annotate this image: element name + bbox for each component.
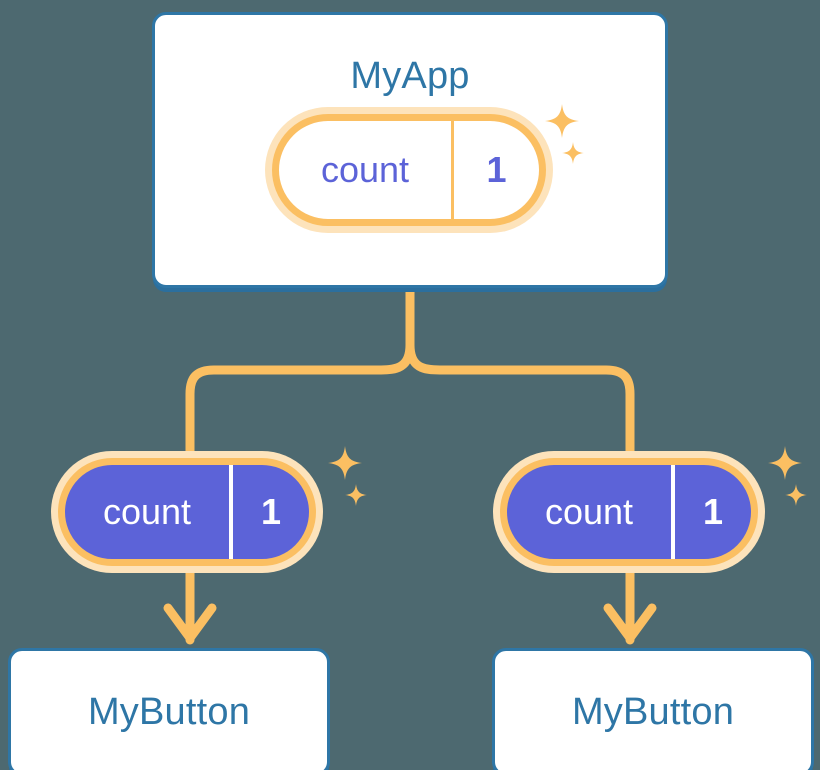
button-right-state-pill-value: 1 xyxy=(671,465,751,559)
sparkle-small-icon xyxy=(562,142,584,164)
button-left-state-pill-value: 1 xyxy=(229,465,309,559)
button-component-box-right[interactable]: MyButton xyxy=(492,648,814,770)
button-right-state-pill[interactable]: count 1 xyxy=(500,458,758,566)
sparkle-large-icon xyxy=(545,104,579,138)
button-component-box-left[interactable]: MyButton xyxy=(8,648,330,770)
button-left-state-pill[interactable]: count 1 xyxy=(58,458,316,566)
sparkle-small-icon xyxy=(785,484,807,506)
sparkle-large-icon xyxy=(768,446,802,480)
sparkle-large-icon xyxy=(328,446,362,480)
button-component-title-left: MyButton xyxy=(87,691,251,733)
app-state-pill[interactable]: count 1 xyxy=(272,114,546,226)
app-state-pill-key: count xyxy=(320,149,410,190)
connector-branch-right xyxy=(405,340,635,457)
connector-branch-left xyxy=(185,340,415,457)
arrow-head-left xyxy=(163,603,217,643)
arrow-head-right xyxy=(603,603,657,643)
button-component-title-right: MyButton xyxy=(571,691,735,733)
sparkle-small-icon xyxy=(345,484,367,506)
button-left-state-pill-key: count xyxy=(102,491,192,532)
button-right-state-pill-key: count xyxy=(544,491,634,532)
app-state-pill-value: 1 xyxy=(451,121,539,219)
app-component-title: MyApp xyxy=(350,55,470,97)
